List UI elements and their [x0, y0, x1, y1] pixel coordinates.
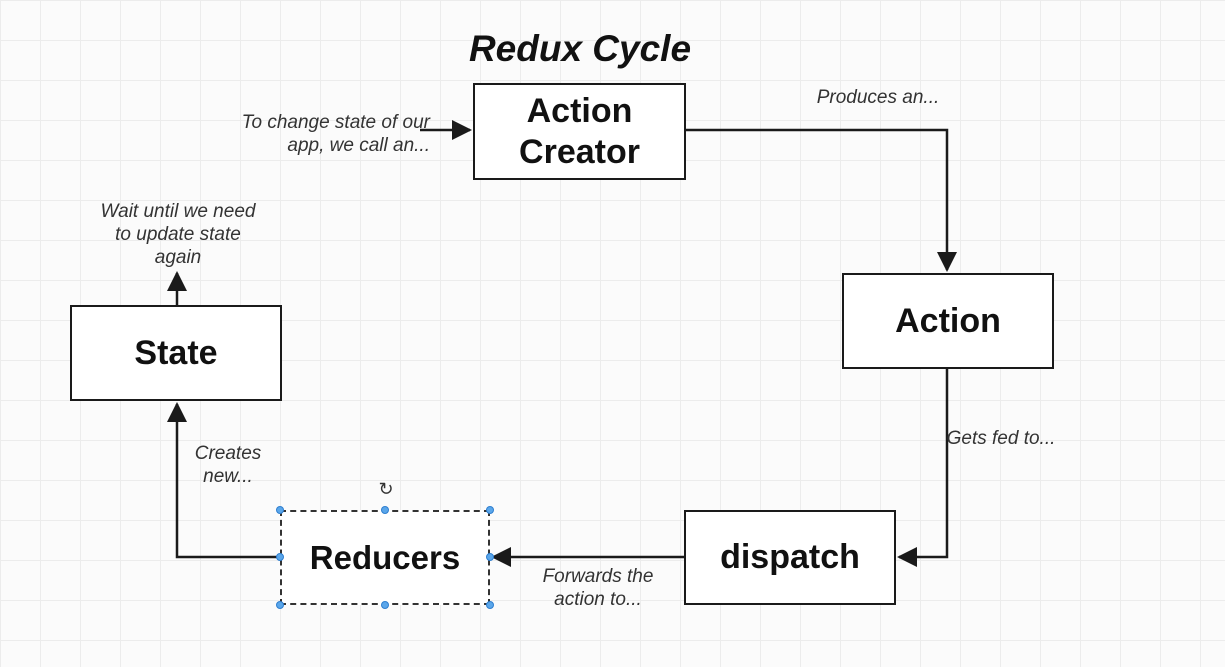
- selection-handle-top-middle[interactable]: [381, 506, 389, 514]
- action-creator-box[interactable]: Action Creator: [473, 83, 686, 180]
- selection-handle-top-right[interactable]: [486, 506, 494, 514]
- diagram-title: Redux Cycle: [468, 28, 692, 69]
- selection-handle-middle-right[interactable]: [486, 553, 494, 561]
- selection-handle-bottom-right[interactable]: [486, 601, 494, 609]
- label-gets-fed: Gets fed to...: [946, 428, 1056, 449]
- label-forwards: Forwards the action to...: [542, 566, 654, 610]
- reducers-box[interactable]: Reducers: [280, 510, 490, 605]
- dispatch-box[interactable]: dispatch: [684, 510, 896, 605]
- state-box[interactable]: State: [70, 305, 282, 401]
- selection-handle-middle-left[interactable]: [276, 553, 284, 561]
- arrow-action-creator-to-action: [686, 128, 957, 272]
- label-creates-new: Creates new...: [194, 443, 262, 487]
- selection-handle-bottom-middle[interactable]: [381, 601, 389, 609]
- arrow-reducers-to-state: [167, 402, 280, 559]
- selection-handle-top-left[interactable]: [276, 506, 284, 514]
- arrow-action-to-dispatch: [897, 369, 949, 567]
- selection-handle-bottom-left[interactable]: [276, 601, 284, 609]
- rotate-handle-icon[interactable]: ↻: [378, 479, 394, 499]
- label-produces: Produces an...: [816, 87, 940, 108]
- action-box[interactable]: Action: [842, 273, 1054, 369]
- label-wait-until: Wait until we need to update state again: [100, 201, 256, 268]
- label-to-change-state: To change state of our app, we call an..…: [241, 112, 430, 156]
